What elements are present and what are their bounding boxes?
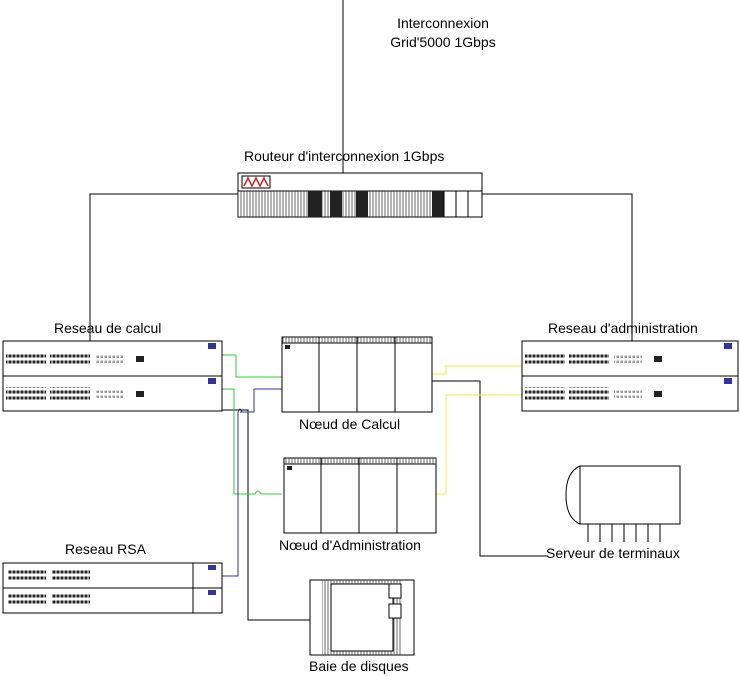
admin-node-label: Nœud d'Administration <box>279 537 421 553</box>
terminal-server-label: Serveur de terminaux <box>546 545 680 561</box>
admin-network-label: Reseau d'administration <box>548 320 698 336</box>
green-link-1 <box>222 354 282 378</box>
calc-node-icon <box>281 336 433 413</box>
blue-links <box>222 388 292 577</box>
yellow-links <box>432 365 522 495</box>
calc-node-to-terminal-line <box>426 380 548 557</box>
router-icon <box>237 172 483 218</box>
rsa-network-label: Reseau RSA <box>65 541 146 557</box>
disk-array-label: Baie de disques <box>309 658 409 674</box>
admin-node-icon <box>283 457 437 534</box>
blue-link <box>222 388 292 577</box>
interconnect-label-line2: Grid'5000 1Gbps <box>390 34 496 50</box>
calc-switch-top <box>2 340 223 377</box>
calc-network-label: Reseau de calcul <box>54 320 162 336</box>
calc-node-label: Nœud de Calcul <box>299 416 401 432</box>
disk-array-icon <box>309 579 415 656</box>
terminal-server-icon <box>565 465 681 542</box>
router-label: Routeur d'interconnexion 1Gbps <box>244 148 445 164</box>
yellow-link-2 <box>436 394 522 495</box>
green-link-2a <box>222 388 235 410</box>
green-link-2b <box>233 410 282 495</box>
rsa-switch-top <box>2 562 223 589</box>
rsa-switch-bottom <box>2 587 223 614</box>
router-to-calc-line <box>89 193 238 342</box>
router-to-admin-line <box>482 193 633 342</box>
interconnect-label-line1: Interconnexion <box>397 15 489 31</box>
admin-switch-bottom <box>521 375 739 412</box>
green-links <box>222 354 282 495</box>
yellow-link-1 <box>432 365 522 375</box>
calc-switch-bottom <box>2 375 223 412</box>
admin-switch-top <box>521 340 739 377</box>
